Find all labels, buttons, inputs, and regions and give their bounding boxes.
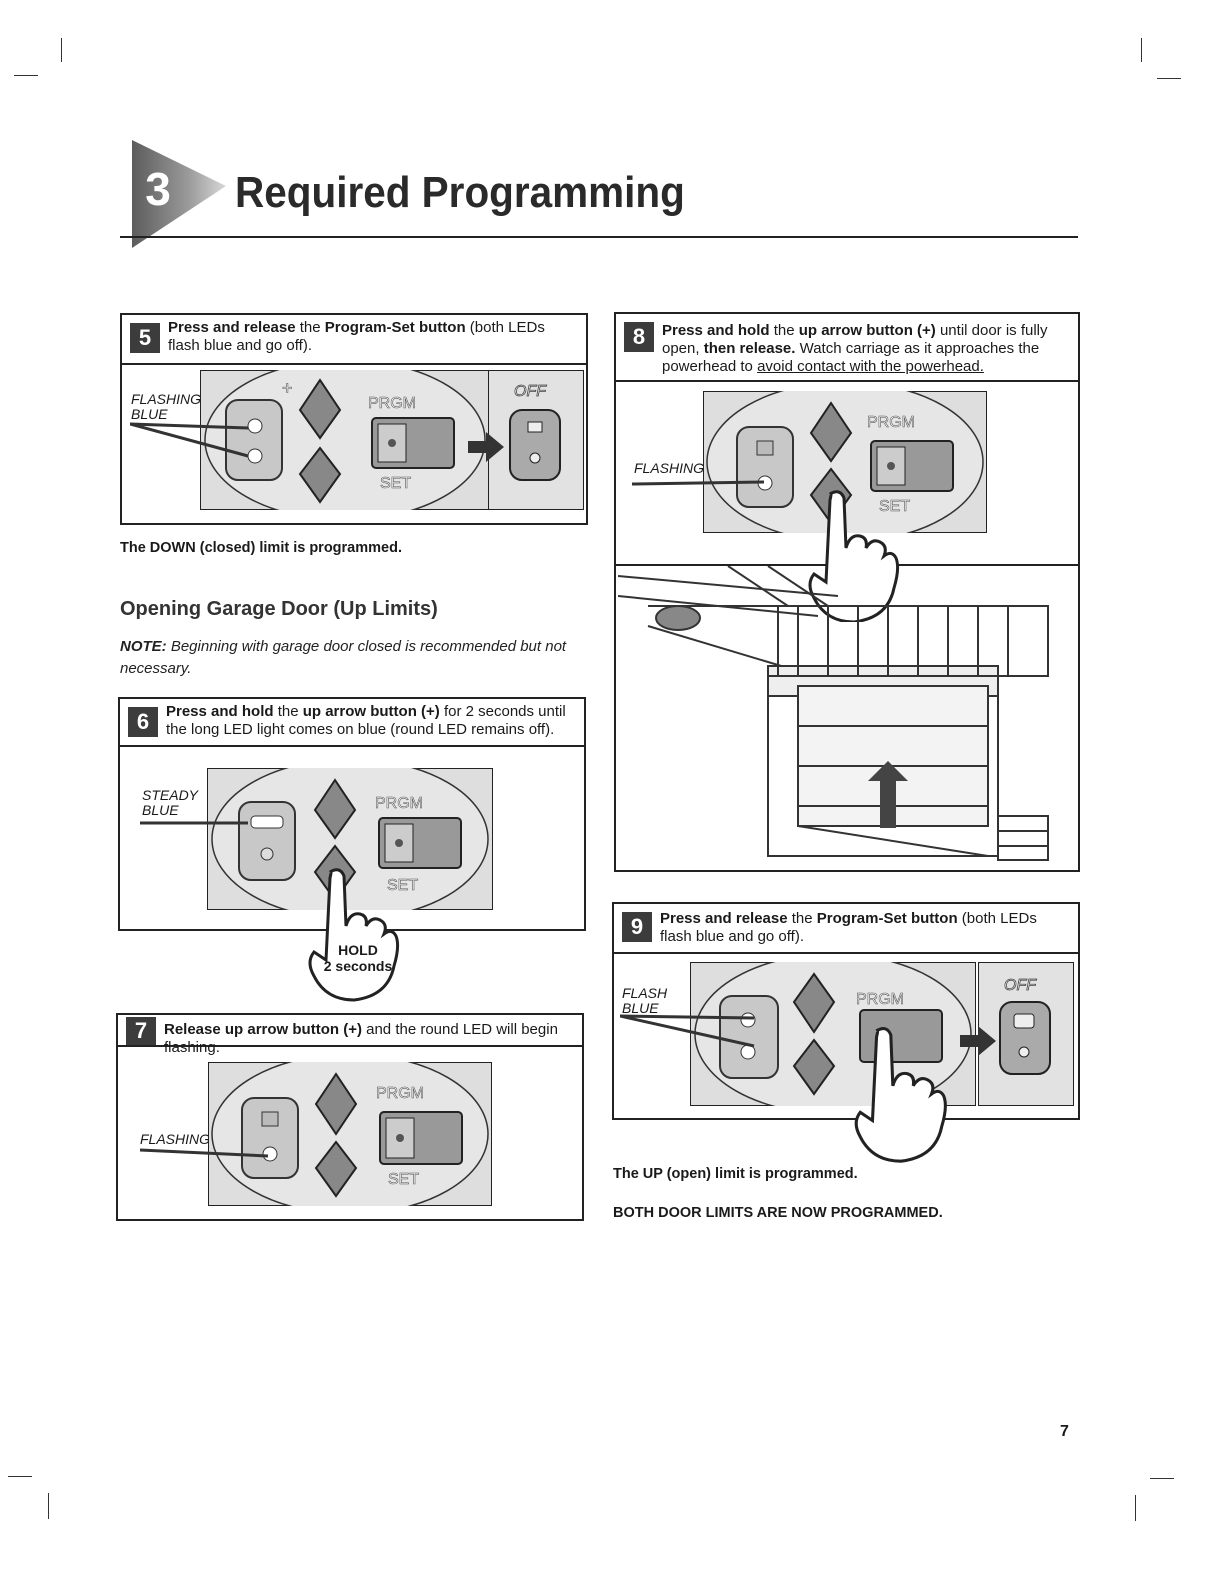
svg-text:SET: SET xyxy=(388,1171,419,1188)
step-number: 7 xyxy=(126,1017,156,1045)
up-limit-statement: The UP (open) limit is programmed. xyxy=(613,1166,858,1182)
step-8-instruction: Press and hold the up arrow button (+) u… xyxy=(662,322,1048,375)
crop-mark xyxy=(1135,1495,1136,1521)
pointer-lines xyxy=(130,422,249,458)
hand-press-icon xyxy=(854,1027,947,1163)
step-number: 5 xyxy=(130,323,160,353)
step-5-off-illustration: OFF xyxy=(488,370,584,510)
step-number: 8 xyxy=(624,322,654,352)
section-title: Required Programming xyxy=(235,168,685,217)
arrow-right-icon xyxy=(960,1026,996,1056)
svg-text:SET: SET xyxy=(879,498,910,515)
step-9-off-illustration: OFF xyxy=(978,962,1074,1106)
step-6-instruction: Press and hold the up arrow button (+) f… xyxy=(166,703,566,738)
step-9-control-illustration: PRGM xyxy=(690,962,976,1106)
note-paragraph: NOTE: Beginning with garage door closed … xyxy=(120,638,567,677)
step-9-instruction: Press and release the Program-Set button… xyxy=(660,910,1037,945)
svg-text:SET: SET xyxy=(387,877,418,894)
step-7-control-illustration: PRGM SET xyxy=(208,1062,492,1206)
crop-mark xyxy=(1150,1478,1174,1479)
pointer-line xyxy=(140,1148,269,1158)
arrow-right-icon xyxy=(468,432,504,462)
page-number: 7 xyxy=(1060,1423,1069,1440)
svg-text:PRGM: PRGM xyxy=(375,795,423,812)
step-5-control-illustration: PRGM SET + xyxy=(200,370,490,510)
down-limit-statement: The DOWN (closed) limit is programmed. xyxy=(120,540,402,556)
flashing-label: FLASHING xyxy=(140,1131,211,1147)
pointer-lines xyxy=(620,1014,755,1048)
crop-mark xyxy=(1141,38,1142,62)
step-5-header: 5 Press and release the Program-Set butt… xyxy=(122,315,586,365)
crop-mark xyxy=(8,1476,32,1477)
hand-press-icon xyxy=(808,490,900,622)
svg-text:PRGM: PRGM xyxy=(376,1085,424,1102)
crop-mark xyxy=(14,75,38,76)
flashing-label: FLASHING xyxy=(634,460,705,476)
svg-text:SET: SET xyxy=(380,475,411,492)
crop-mark xyxy=(1157,78,1181,79)
step-number: 6 xyxy=(128,707,158,737)
step-7-header: 7 Release up arrow button (+) and the ro… xyxy=(118,1015,582,1056)
title-divider xyxy=(120,236,1078,238)
hand-press-icon xyxy=(308,868,400,1002)
step-7-instruction: Release up arrow button (+) and the roun… xyxy=(164,1021,558,1056)
step-5-instruction: Press and release the Program-Set button… xyxy=(168,319,545,354)
step-6-control-illustration: PRGM SET xyxy=(207,768,493,910)
step-8-header: 8 Press and hold the up arrow button (+)… xyxy=(616,314,1078,382)
crop-mark xyxy=(61,38,62,62)
svg-text:PRGM: PRGM xyxy=(856,991,904,1008)
step-8-control-illustration: PRGM SET xyxy=(703,391,987,533)
svg-text:+: + xyxy=(282,378,293,398)
svg-text:OFF: OFF xyxy=(514,383,547,400)
section-number: 3 xyxy=(145,163,171,215)
both-limits-statement: BOTH DOOR LIMITS ARE NOW PROGRAMMED. xyxy=(613,1205,943,1221)
garage-door-opening-illustration xyxy=(618,566,1049,861)
svg-text:PRGM: PRGM xyxy=(867,414,915,431)
step-6-header: 6 Press and hold the up arrow button (+)… xyxy=(120,699,584,747)
svg-text:PRGM: PRGM xyxy=(368,395,416,412)
step-9-header: 9 Press and release the Program-Set butt… xyxy=(614,904,1078,954)
opening-garage-door-heading: Opening Garage Door (Up Limits) xyxy=(120,598,438,620)
svg-text:OFF: OFF xyxy=(1004,977,1037,994)
crop-mark xyxy=(48,1493,49,1519)
step-number: 9 xyxy=(622,912,652,942)
section-arrow-icon xyxy=(132,140,226,248)
pointer-line xyxy=(140,821,248,825)
pointer-line xyxy=(632,480,765,486)
